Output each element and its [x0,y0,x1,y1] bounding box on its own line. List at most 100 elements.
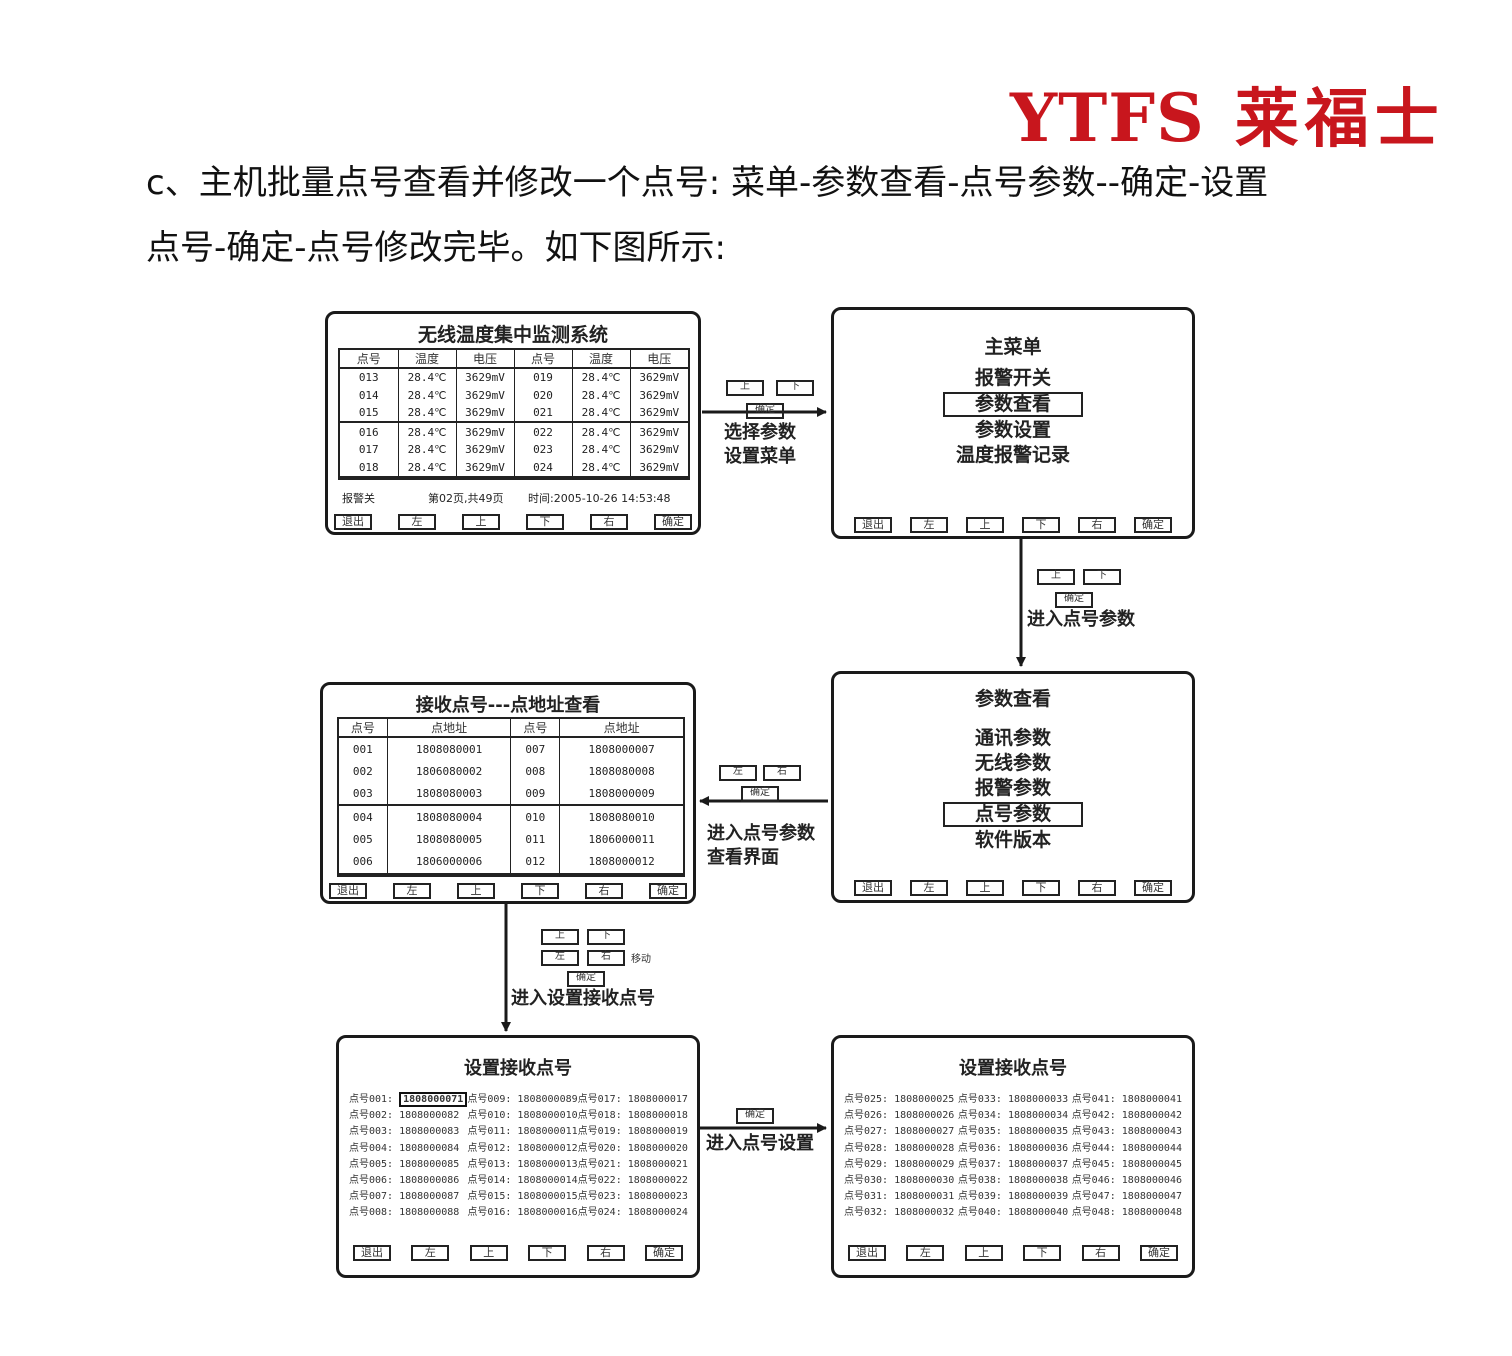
point-entry: 点号032: 1808000032 [844,1207,955,1219]
cell: 1808000012 [559,850,683,876]
up-button[interactable]: 上 [469,1245,508,1261]
left-button[interactable]: 左 [393,883,431,899]
left-button[interactable]: 左 [906,1245,945,1261]
point-entry: 点号038: 1808000038 [957,1175,1069,1187]
down-button[interactable]: 下 [526,514,564,530]
point-entry: 点号002: 1808000082 [349,1110,460,1122]
menu-item-temp-alarm-log[interactable]: 温度报警记录 [955,444,1070,466]
left-button[interactable]: 左 [411,1245,450,1261]
point-entry: 点号013: 1808000013 [467,1158,578,1170]
up-button[interactable]: 上 [457,883,495,899]
menu-item-param-set[interactable]: 参数设置 [974,419,1051,441]
up-button[interactable]: 上 [964,1245,1003,1261]
confirm-button[interactable]: 确定 [644,1245,683,1261]
exit-button[interactable]: 退出 [854,517,892,533]
point-column-1: 点号025: 1808000025 点号026: 1808000026 点号02… [844,1092,954,1222]
right-button[interactable]: 右 [1078,880,1116,896]
confirm-button[interactable]: 确定 [1139,1245,1178,1261]
status-alarm: 报警关 [342,492,375,505]
exit-button[interactable]: 退出 [848,1245,886,1261]
cell: 024 [514,458,573,478]
cell: 001 [339,737,388,761]
screen-title: 无线温度集中监测系统 [417,324,608,346]
point-entry: 点号012: 1808000012 [467,1142,578,1154]
point-entry: 点号009: 1808000089 [467,1094,578,1105]
cell: 28.4℃ [572,422,631,442]
point-columns: 点号025: 1808000025 点号026: 1808000026 点号02… [844,1092,1182,1222]
menu-item-point-params[interactable]: 点号参数 [942,802,1083,827]
point-entry: 点号029: 1808000029 [844,1158,955,1170]
down-button[interactable]: 下 [528,1245,567,1261]
point-entry: 点号045: 1808000045 [1071,1158,1182,1170]
left-button[interactable]: 左 [910,880,948,896]
point-entry: 点号033: 1808000033 [957,1094,1069,1105]
down-button[interactable]: 下 [1022,880,1060,896]
up-button[interactable]: 上 [966,517,1004,533]
point-input-selected[interactable]: 1808000071 [399,1092,468,1107]
up-button[interactable]: 上 [966,880,1004,896]
cell: 1806000011 [588,833,655,847]
point-entry: 点号014: 1808000014 [467,1175,578,1187]
right-button[interactable]: 右 [586,1245,625,1261]
point-entry: 点号034: 1808000034 [957,1110,1069,1122]
menu-item-software-version[interactable]: 软件版本 [974,829,1051,851]
point-entry-highlighted[interactable]: 点号001: 1808000071 [349,1092,468,1108]
down-button[interactable]: 下 [1022,517,1060,533]
menu-item-alarm-switch[interactable]: 报警开关 [974,367,1051,389]
exit-button[interactable]: 退出 [329,883,367,899]
point-entry: 点号022: 1808000022 [577,1175,688,1187]
cell: 28.4℃ [398,368,457,387]
confirm-button[interactable]: 确定 [654,514,692,530]
left-button[interactable]: 左 [398,514,436,530]
point-entry: 点号019: 1808000019 [577,1126,688,1138]
left-button[interactable]: 左 [910,517,948,533]
col-header: 点地址 [559,719,683,738]
move-note: 移动 [631,954,651,965]
right-button[interactable]: 右 [590,514,628,530]
col-header: 电压 [630,350,688,369]
point-entry: 点号041: 1808000041 [1071,1094,1182,1105]
cell: 016 [340,422,399,442]
cell: 1808080005 [387,828,512,851]
confirm-button[interactable]: 确定 [1134,880,1172,896]
right-button[interactable]: 右 [1081,1245,1120,1261]
annotation-step-2: 上下 确定 进入点号参数 [1027,566,1135,632]
menu-item-comm-params[interactable]: 通讯参数 [974,727,1051,749]
cell: 3629mV [456,458,515,478]
button-row: 退出 左 上 下 右 确定 [854,880,1172,896]
menu-item-param-view[interactable]: 参数查看 [942,392,1083,417]
col-header: 温度 [398,350,457,369]
confirm-button[interactable]: 确定 [1134,517,1172,533]
cell: 28.4℃ [572,403,631,424]
cell: 023 [514,441,573,459]
point-columns: 点号001: 1808000071 点号002: 1808000082 点号00… [349,1092,688,1222]
cell: 28.4℃ [398,422,457,442]
right-button[interactable]: 右 [1078,517,1116,533]
annotation-step-1: 上下 确定 选择参数 设置菜单 [724,377,816,469]
cell: 013 [340,368,399,387]
key-right: 右 [763,764,801,781]
exit-button[interactable]: 退出 [854,880,892,896]
right-button[interactable]: 右 [585,883,623,899]
exit-button[interactable]: 退出 [353,1245,391,1261]
key-up: 上 [541,928,579,945]
cell: 014 [340,386,399,404]
point-entry: 点号017: 1808000017 [577,1094,688,1105]
exit-button[interactable]: 退出 [334,514,372,530]
menu-item-alarm-params[interactable]: 报警参数 [974,777,1051,799]
point-entry: 点号006: 1808000086 [349,1175,460,1187]
confirm-button[interactable]: 确定 [649,883,687,899]
annotation-text: 进入设置接收点号 [511,988,655,1009]
up-button[interactable]: 上 [462,514,500,530]
down-button[interactable]: 下 [1023,1245,1062,1261]
down-button[interactable]: 下 [521,883,559,899]
screen-title: 设置接收点号 [959,1058,1067,1079]
menu-item-wireless-params[interactable]: 无线参数 [974,752,1051,774]
cell: 28.4℃ [398,441,457,459]
cell: 3629mV [639,443,680,457]
key-left: 左 [541,949,579,966]
logo-chinese: 莱福士 [1234,82,1445,157]
cell: 007 [510,737,561,761]
col-header: 点号 [510,719,561,738]
